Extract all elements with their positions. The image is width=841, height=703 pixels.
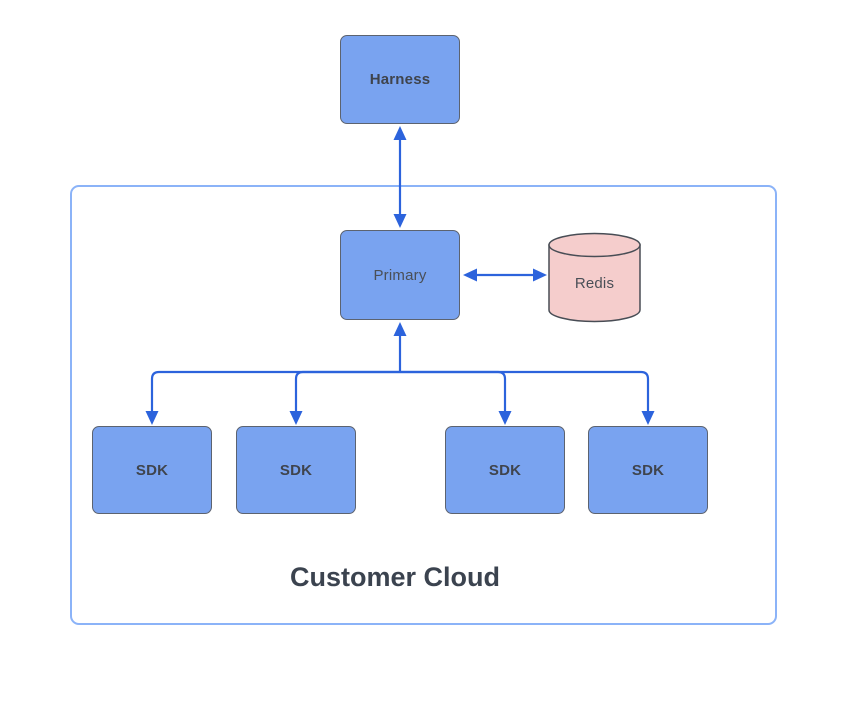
node-sdk-4: SDK [588, 426, 708, 514]
node-sdk-2-label: SDK [279, 461, 313, 479]
node-redis: Redis [549, 247, 640, 319]
node-harness: Harness [340, 35, 460, 124]
arrowhead-up-harness [393, 126, 407, 140]
node-sdk-1: SDK [92, 426, 212, 514]
node-sdk-4-label: SDK [631, 461, 665, 479]
node-sdk-3: SDK [445, 426, 565, 514]
node-sdk-3-label: SDK [488, 461, 522, 479]
node-primary-label: Primary [373, 266, 427, 284]
node-harness-label: Harness [369, 71, 431, 88]
customer-cloud-boundary [70, 185, 777, 625]
node-primary: Primary [340, 230, 460, 320]
customer-cloud-title: Customer Cloud [289, 562, 500, 592]
node-redis-label: Redis [574, 274, 615, 292]
node-sdk-1-label: SDK [135, 461, 169, 479]
node-sdk-2: SDK [236, 426, 356, 514]
